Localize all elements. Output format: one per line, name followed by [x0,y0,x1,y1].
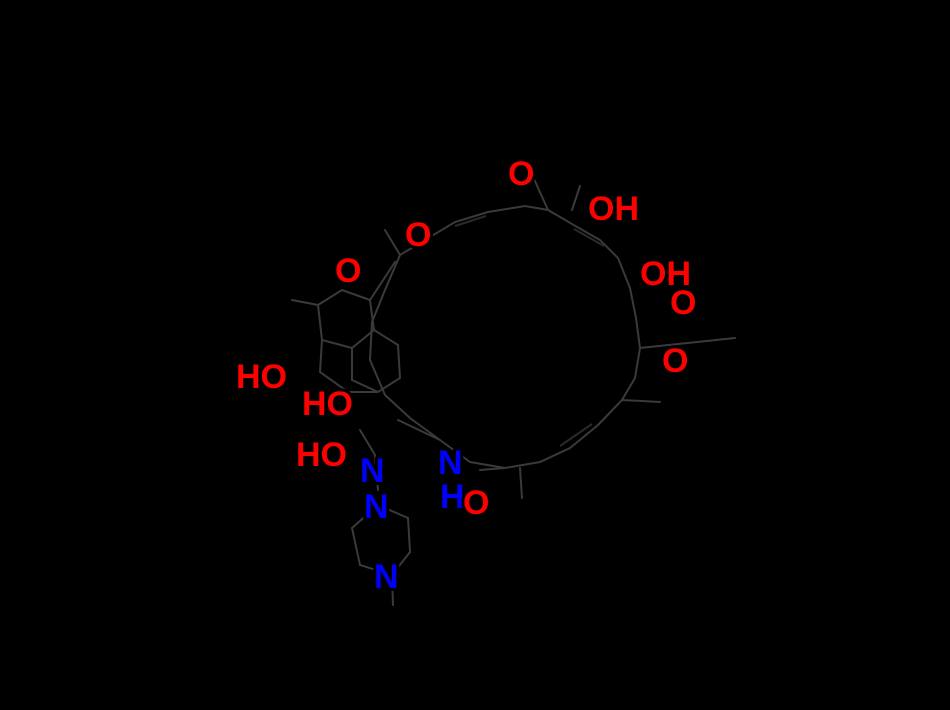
o-right-2-label: O [670,284,696,322]
ho-lower-label: HO [296,436,347,474]
n-pip-1-label: N [364,488,389,526]
o-amide-label: O [463,484,489,522]
n-pip-2-label: N [374,558,399,596]
ho-left-label: HO [236,358,287,396]
methyl-left [291,299,319,306]
n-amide-label: N [438,444,463,482]
n-imine-label: N [360,452,385,490]
o-left-upper-label: O [335,252,361,290]
atom-labels: O OH O O OH O O HO HO HO N H O N N N [233,152,699,599]
amide-linker [397,419,523,499]
o-right-3-label: O [662,342,688,380]
o-ester-label: O [405,216,431,254]
bond-skeleton [291,169,736,606]
h-amide-label: H [440,478,465,516]
oh-right-1-label: OH [640,255,691,293]
piperazine-ring [350,503,412,606]
ester-linker [369,229,401,301]
right-methyls [529,169,736,403]
ansa-chain-inner [454,215,605,447]
ho-mid-label: HO [302,385,353,423]
o-top-label: O [508,155,534,193]
oh-top-right-label: OH [588,190,639,228]
naphthalene-ring [316,288,402,394]
hydrazone-chain [359,429,379,491]
